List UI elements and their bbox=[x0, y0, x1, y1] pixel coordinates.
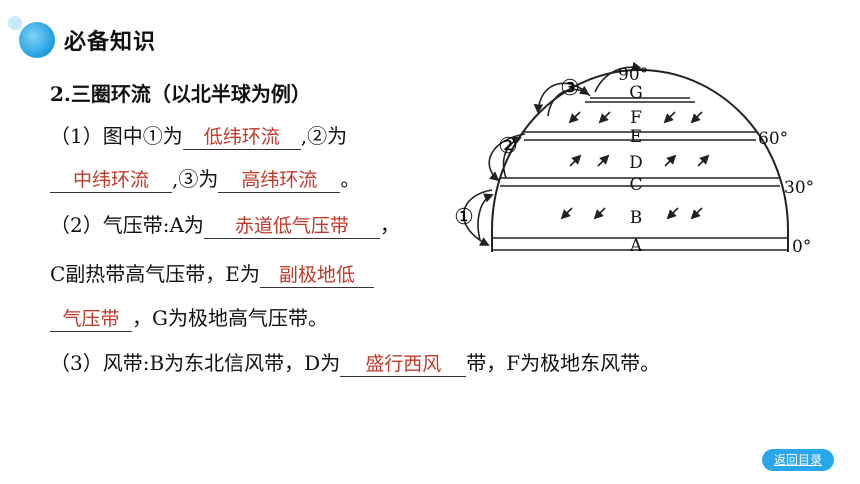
band-letter-e: E bbox=[630, 127, 642, 147]
circle-label-1: ① bbox=[454, 205, 474, 230]
q1-line2: 中纬环流,③为高纬环流。 bbox=[50, 163, 360, 193]
lat-label-0: 0° bbox=[792, 237, 811, 257]
q2-line2: C副热带高气压带，E为副极地低 bbox=[50, 258, 374, 288]
lat-label-60: 60° bbox=[758, 129, 788, 149]
q2-answer-2a: 副极地低 bbox=[259, 263, 374, 288]
q2-text-4: ，G为极地高气压带。 bbox=[132, 306, 328, 330]
circle-label-2: ② bbox=[498, 134, 518, 159]
circulation-circle-labels: ① ② ③ bbox=[454, 76, 580, 230]
back-to-contents-button[interactable]: 返回目录 bbox=[762, 449, 834, 471]
q1-answer-2: 中纬环流 bbox=[50, 168, 172, 193]
band-letter-a: A bbox=[629, 236, 643, 256]
pressure-belt-lines bbox=[492, 97, 788, 251]
section-heading: 2.三圈环流（以北半球为例） bbox=[50, 82, 311, 106]
q1-text-1: （1）图中①为 bbox=[50, 124, 183, 148]
q3-answer-1: 盛行西风 bbox=[340, 352, 467, 377]
q2-answer-2b: 气压带 bbox=[50, 307, 132, 332]
band-letter-c: C bbox=[629, 175, 642, 195]
q1-text-4: 。 bbox=[340, 167, 361, 191]
q1-text-3: ,③为 bbox=[172, 167, 219, 191]
page-title: 必备知识 bbox=[64, 30, 157, 55]
lat-label-30: 30° bbox=[784, 178, 814, 198]
band-letters: A B C D E F G bbox=[629, 83, 643, 256]
q3-line1: （3）风带:B为东北信风带，D为盛行西风带，F为极地东风带。 bbox=[50, 347, 660, 377]
band-letter-g: G bbox=[629, 83, 643, 103]
lat-label-90: 90° bbox=[618, 65, 648, 85]
wind-arrows bbox=[560, 111, 710, 220]
three-cell-circulation-diagram: ① ② ③ A B C D E F G 0° 30° 60° 90° bbox=[454, 61, 814, 257]
latitude-labels: 0° 30° 60° 90° bbox=[618, 65, 814, 257]
logo-small-dot bbox=[8, 16, 22, 30]
band-letter-f: F bbox=[630, 108, 642, 128]
q1-answer-3: 高纬环流 bbox=[218, 168, 341, 193]
band-letter-b: B bbox=[630, 208, 643, 228]
q1-text-2: ,②为 bbox=[300, 124, 348, 148]
logo-circle-icon bbox=[19, 22, 55, 58]
q3-text-2: 带，F为极地东风带。 bbox=[466, 351, 661, 375]
circle-label-3: ③ bbox=[560, 76, 580, 101]
circulation-loops bbox=[462, 61, 642, 246]
q2-answer-1: 赤道低气压带 bbox=[203, 214, 380, 239]
q2-line3: 气压带，G为极地高气压带。 bbox=[50, 302, 328, 332]
q2-line1: （2）气压带:A为赤道低气压带， bbox=[50, 209, 400, 239]
q3-text-1: （3）风带:B为东北信风带，D为 bbox=[50, 351, 341, 375]
band-letter-d: D bbox=[629, 153, 643, 173]
q1-answer-1: 低纬环流 bbox=[182, 125, 301, 150]
q1-line1: （1）图中①为低纬环流,②为 bbox=[50, 120, 347, 150]
q2-text-3: C副热带高气压带，E为 bbox=[50, 262, 260, 286]
q2-text-2: ， bbox=[379, 213, 400, 237]
q2-text-1: （2）气压带:A为 bbox=[50, 213, 204, 237]
